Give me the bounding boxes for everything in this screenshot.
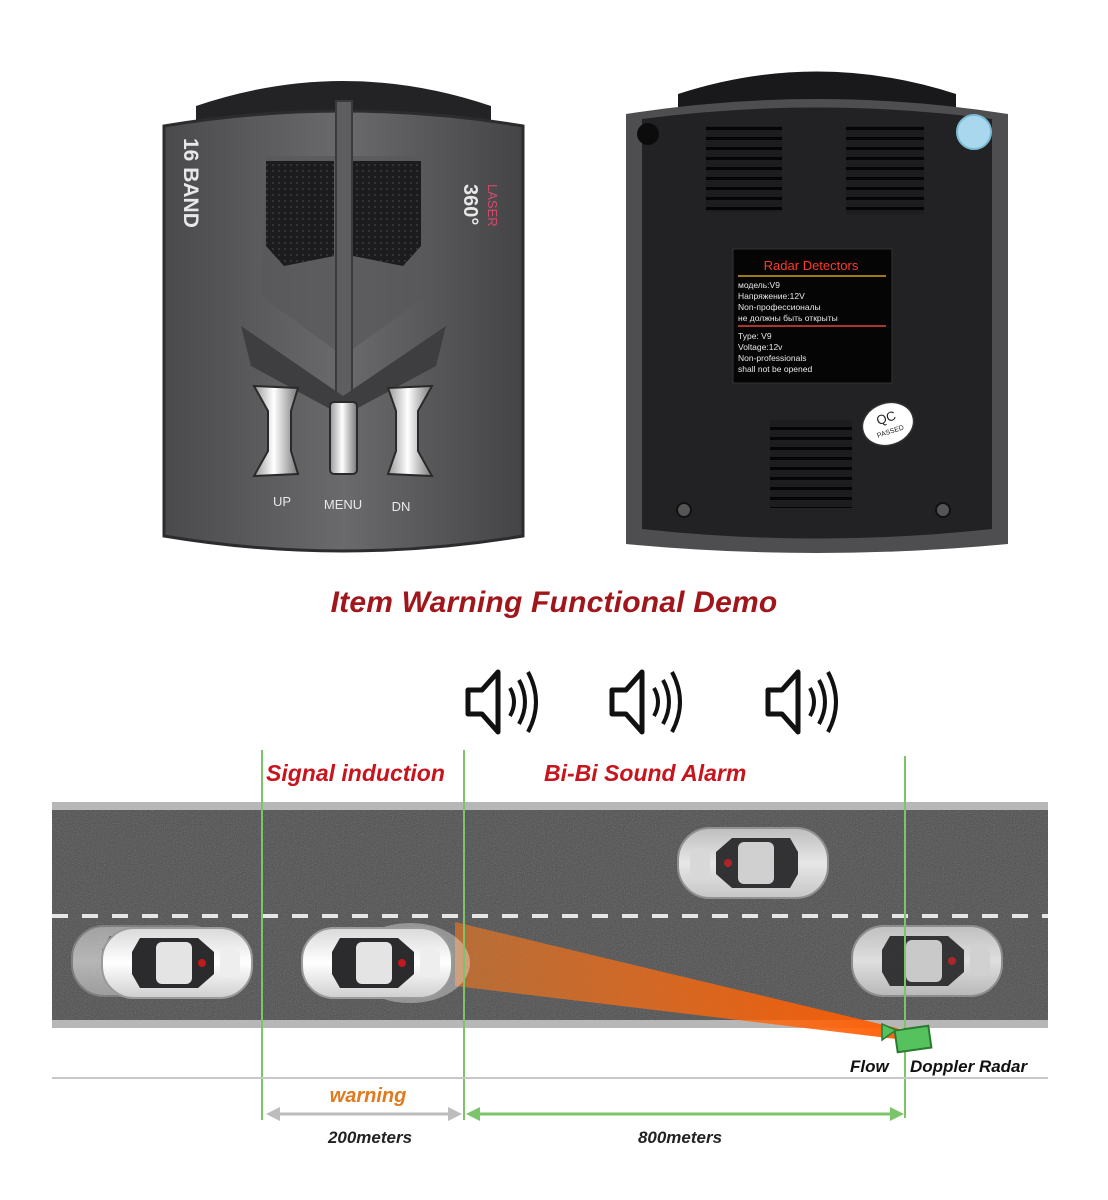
sticker-line: Type: V9: [738, 331, 772, 341]
qc-passed-badge: QC PASSED: [861, 401, 915, 447]
laser-label: 360° LASER: [459, 184, 500, 227]
signal-induction-label: Signal induction: [266, 760, 445, 786]
radar-detector-front: 16 BAND 360° LASER UP MENU DN: [162, 81, 525, 553]
sticker-line: Напряжение:12V: [738, 291, 805, 301]
sticker-line: модель:V9: [738, 280, 780, 290]
distance-800-label: 800meters: [638, 1128, 722, 1147]
road-scene: Flow Doppler Radar warning 200meters 800…: [52, 750, 1048, 1147]
radar-gun-icon: [881, 1022, 933, 1054]
speaker-sound-icon: [765, 669, 838, 735]
up-label: UP: [273, 494, 291, 509]
car-oncoming: [677, 827, 829, 899]
qc-text: QC: [874, 408, 897, 428]
sticker-line: Non-профессионалы: [738, 302, 821, 312]
up-button[interactable]: [252, 384, 300, 478]
car-trailing: [101, 927, 253, 999]
sticker-line: shall not be opened: [738, 364, 812, 374]
spec-sticker: Radar Detectors модель:V9 Напряжение:12V…: [732, 248, 893, 384]
band-label: 16 BAND: [179, 138, 202, 228]
car-ahead: [851, 925, 1003, 997]
laser-text: LASER: [485, 184, 500, 227]
menu-label: MENU: [324, 497, 362, 512]
warning-label: warning: [330, 1085, 407, 1107]
demo-title: Item Warning Functional Demo: [330, 586, 778, 619]
speaker-sound-icon: [465, 669, 538, 735]
dn-button[interactable]: [386, 384, 434, 478]
screw-icon: [676, 502, 692, 518]
speaker-sound-icon: [609, 669, 682, 735]
sticker-line: Non-professionals: [738, 353, 807, 363]
distance-200-label: 200meters: [327, 1128, 412, 1147]
sound-alarm-label: Bi-Bi Sound Alarm: [544, 760, 747, 786]
car-with-detector: [301, 923, 470, 1003]
dn-label: DN: [392, 499, 411, 514]
sticker-line: Voltage:12v: [738, 342, 783, 352]
radar-beam: [455, 922, 905, 1040]
sticker-line: не должны быть открыты: [738, 313, 838, 323]
degree-text: 360°: [459, 184, 481, 225]
distance-800-arrow: [466, 1107, 904, 1121]
screw-icon: [935, 502, 951, 518]
distance-200-arrow: [266, 1107, 462, 1121]
doppler-radar-label: Doppler Radar: [910, 1057, 1029, 1076]
seal-sticker-icon: [956, 114, 992, 150]
radar-detector-back: Radar Detectors модель:V9 Напряжение:12V…: [626, 71, 1008, 553]
flow-label: Flow: [850, 1057, 890, 1076]
menu-button[interactable]: [329, 401, 358, 475]
sticker-title: Radar Detectors: [764, 258, 859, 273]
band-text: 16 BAND: [179, 138, 202, 228]
